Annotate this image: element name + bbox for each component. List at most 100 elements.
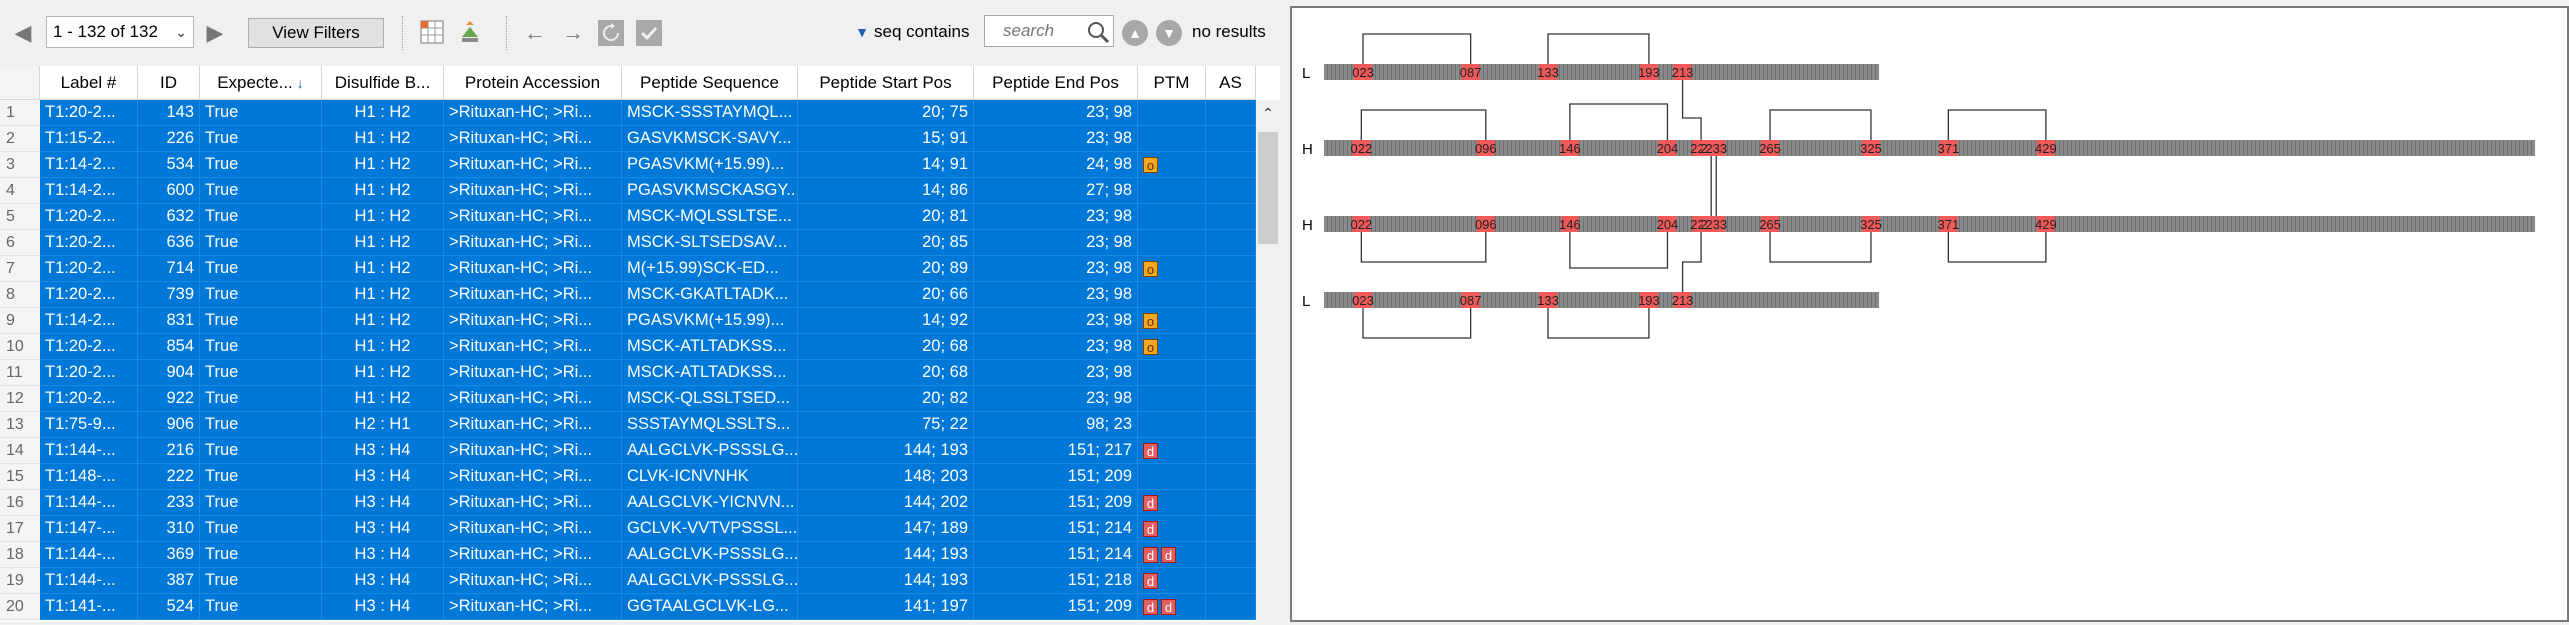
- cell-as[interactable]: [1206, 334, 1256, 360]
- cell-expected[interactable]: True: [200, 386, 322, 412]
- cell-as[interactable]: [1206, 100, 1256, 126]
- cell-id[interactable]: 904: [138, 360, 200, 386]
- ptm-cell[interactable]: d: [1138, 490, 1206, 516]
- cell-end[interactable]: 151; 217: [974, 438, 1138, 464]
- cell-id[interactable]: 369: [138, 542, 200, 568]
- view-filters-button[interactable]: View Filters: [248, 18, 384, 48]
- cell-start[interactable]: 20; 66: [798, 282, 974, 308]
- column-header[interactable]: AS: [1206, 66, 1256, 100]
- cell-seq[interactable]: AALGCLVK-PSSSLG...: [622, 542, 798, 568]
- cell-as[interactable]: [1206, 542, 1256, 568]
- cell-acc[interactable]: >Rituxan-HC; >Ri...: [444, 568, 622, 594]
- cell-id[interactable]: 922: [138, 386, 200, 412]
- table-grid-icon[interactable]: [418, 18, 446, 46]
- cell-end[interactable]: 23; 98: [974, 334, 1138, 360]
- cell-expected[interactable]: True: [200, 542, 322, 568]
- cell-expected[interactable]: True: [200, 256, 322, 282]
- search-icon[interactable]: [1084, 18, 1112, 46]
- cell-id[interactable]: 310: [138, 516, 200, 542]
- search-input[interactable]: [1001, 20, 1105, 42]
- cell-start[interactable]: 147; 189: [798, 516, 974, 542]
- cell-seq[interactable]: MSCK-SSSTAYMQL...: [622, 100, 798, 126]
- column-header[interactable]: ID: [138, 66, 200, 100]
- cell-as[interactable]: [1206, 178, 1256, 204]
- cell-start[interactable]: 144; 193: [798, 568, 974, 594]
- cell-expected[interactable]: True: [200, 490, 322, 516]
- cell-bond[interactable]: H3 : H4: [322, 464, 444, 490]
- cell-as[interactable]: [1206, 282, 1256, 308]
- cell-as[interactable]: [1206, 230, 1256, 256]
- search-field[interactable]: [984, 15, 1114, 47]
- cell-expected[interactable]: True: [200, 464, 322, 490]
- cell-start[interactable]: 14; 86: [798, 178, 974, 204]
- cell-expected[interactable]: True: [200, 282, 322, 308]
- ptm-cell[interactable]: d: [1138, 568, 1206, 594]
- cell-as[interactable]: [1206, 568, 1256, 594]
- cell-label[interactable]: T1:15-2...: [40, 126, 138, 152]
- cell-acc[interactable]: >Rituxan-HC; >Ri...: [444, 490, 622, 516]
- ptm-cell[interactable]: d: [1138, 438, 1206, 464]
- cell-id[interactable]: 524: [138, 594, 200, 620]
- cell-bond[interactable]: H3 : H4: [322, 516, 444, 542]
- cell-label[interactable]: T1:148-...: [40, 464, 138, 490]
- cell-as[interactable]: [1206, 152, 1256, 178]
- cell-label[interactable]: T1:20-2...: [40, 334, 138, 360]
- cell-end[interactable]: 27; 98: [974, 178, 1138, 204]
- cell-end[interactable]: 23; 98: [974, 230, 1138, 256]
- cell-bond[interactable]: H1 : H2: [322, 178, 444, 204]
- cell-label[interactable]: T1:144-...: [40, 542, 138, 568]
- cell-acc[interactable]: >Rituxan-HC; >Ri...: [444, 256, 622, 282]
- column-header[interactable]: PTM: [1138, 66, 1206, 100]
- cell-expected[interactable]: True: [200, 360, 322, 386]
- cell-id[interactable]: 636: [138, 230, 200, 256]
- cell-expected[interactable]: True: [200, 568, 322, 594]
- cell-end[interactable]: 23; 98: [974, 282, 1138, 308]
- cell-label[interactable]: T1:20-2...: [40, 256, 138, 282]
- ptm-cell[interactable]: o: [1138, 308, 1206, 334]
- filter-field-select[interactable]: seq contains: [874, 22, 970, 41]
- ptm-cell[interactable]: o: [1138, 256, 1206, 282]
- cell-end[interactable]: 23; 98: [974, 360, 1138, 386]
- cell-acc[interactable]: >Rituxan-HC; >Ri...: [444, 464, 622, 490]
- cell-id[interactable]: 387: [138, 568, 200, 594]
- cell-id[interactable]: 632: [138, 204, 200, 230]
- cell-acc[interactable]: >Rituxan-HC; >Ri...: [444, 542, 622, 568]
- cell-label[interactable]: T1:14-2...: [40, 308, 138, 334]
- cell-bond[interactable]: H1 : H2: [322, 126, 444, 152]
- cell-seq[interactable]: AALGCLVK-PSSSLG...: [622, 438, 798, 464]
- cell-expected[interactable]: True: [200, 152, 322, 178]
- cell-label[interactable]: T1:75-9...: [40, 412, 138, 438]
- column-header[interactable]: Disulfide B...: [322, 66, 444, 100]
- cell-seq[interactable]: AALGCLVK-YICNVN...: [622, 490, 798, 516]
- column-header[interactable]: Protein Accession: [444, 66, 622, 100]
- cell-label[interactable]: T1:14-2...: [40, 178, 138, 204]
- cell-start[interactable]: 20; 81: [798, 204, 974, 230]
- cell-start[interactable]: 20; 85: [798, 230, 974, 256]
- cell-acc[interactable]: >Rituxan-HC; >Ri...: [444, 438, 622, 464]
- cell-end[interactable]: 98; 23: [974, 412, 1138, 438]
- previous-result-icon[interactable]: ▲: [1122, 20, 1148, 46]
- ptm-cell[interactable]: [1138, 100, 1206, 126]
- cell-seq[interactable]: PGASVKMSCKASGY...: [622, 178, 798, 204]
- cell-end[interactable]: 23; 98: [974, 204, 1138, 230]
- scrollbar-thumb[interactable]: [1258, 132, 1278, 244]
- cell-bond[interactable]: H3 : H4: [322, 490, 444, 516]
- cell-end[interactable]: 151; 218: [974, 568, 1138, 594]
- cell-expected[interactable]: True: [200, 412, 322, 438]
- cell-seq[interactable]: M(+15.99)SCK-ED...: [622, 256, 798, 282]
- ptm-cell[interactable]: d: [1138, 516, 1206, 542]
- cell-id[interactable]: 854: [138, 334, 200, 360]
- cell-end[interactable]: 23; 98: [974, 126, 1138, 152]
- cell-as[interactable]: [1206, 386, 1256, 412]
- cell-label[interactable]: T1:14-2...: [40, 152, 138, 178]
- cell-start[interactable]: 14; 91: [798, 152, 974, 178]
